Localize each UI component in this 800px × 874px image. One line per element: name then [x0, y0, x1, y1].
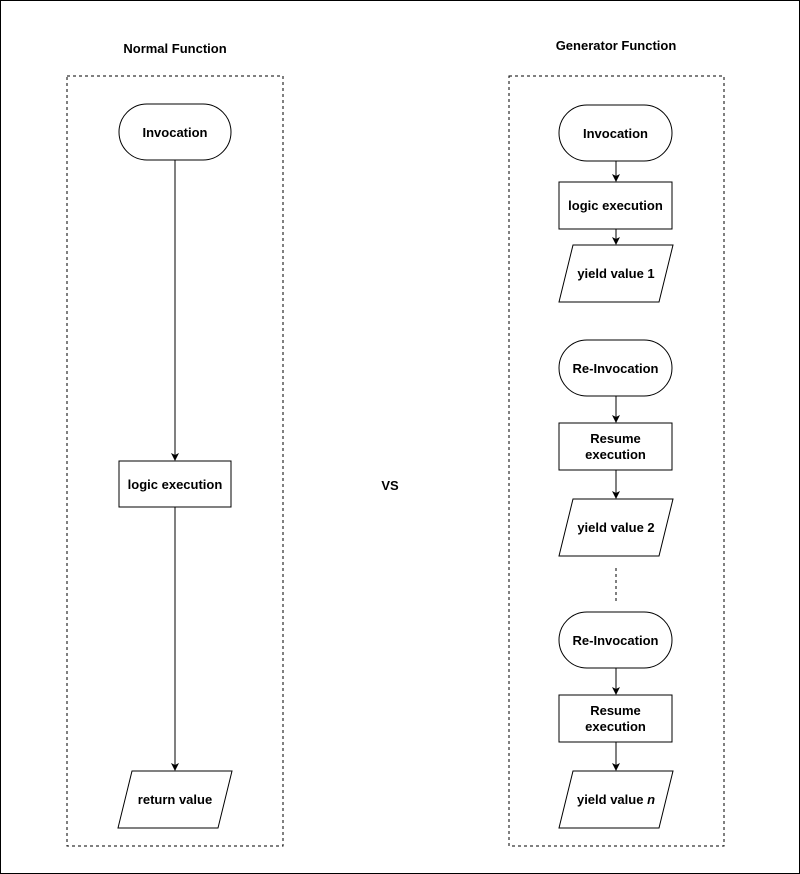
yield-value-2-node [558, 498, 674, 557]
reinvocation-1-label: Re-Invocation [573, 361, 659, 376]
generator-logic-node [558, 181, 673, 230]
yield-value-1-node [558, 244, 674, 303]
yield-value-n-variable: n [647, 792, 655, 807]
vs-label: VS [381, 478, 399, 493]
normal-logic-label: logic execution [128, 477, 223, 492]
generator-invocation-label: Invocation [583, 126, 648, 141]
normal-invocation-label: Invocation [142, 125, 207, 140]
resume-execution-2-line2: execution [585, 719, 646, 734]
reinvocation-2-label: Re-Invocation [573, 633, 659, 648]
normal-return-label: return value [138, 792, 212, 807]
resume-execution-2-node [558, 694, 673, 743]
yield-value-n-label: yield value n [577, 792, 655, 807]
resume-execution-1-line2: execution [585, 447, 646, 462]
yield-value-1-label: yield value 1 [577, 266, 654, 281]
yield-value-n-node [558, 770, 674, 829]
generator-function-container [508, 75, 725, 847]
normal-logic-node [118, 460, 232, 508]
yield-value-2-label: yield value 2 [577, 520, 654, 535]
resume-execution-1-line1: Resume [590, 431, 641, 446]
resume-execution-1-node [558, 422, 673, 471]
normal-return-node [117, 770, 233, 829]
normal-function-container [66, 75, 284, 847]
resume-execution-2-line1: Resume [590, 703, 641, 718]
yield-value-n-prefix: yield value [577, 792, 647, 807]
generator-function-title: Generator Function [556, 38, 677, 53]
normal-function-title: Normal Function [123, 41, 226, 56]
generator-logic-label: logic execution [568, 198, 663, 213]
